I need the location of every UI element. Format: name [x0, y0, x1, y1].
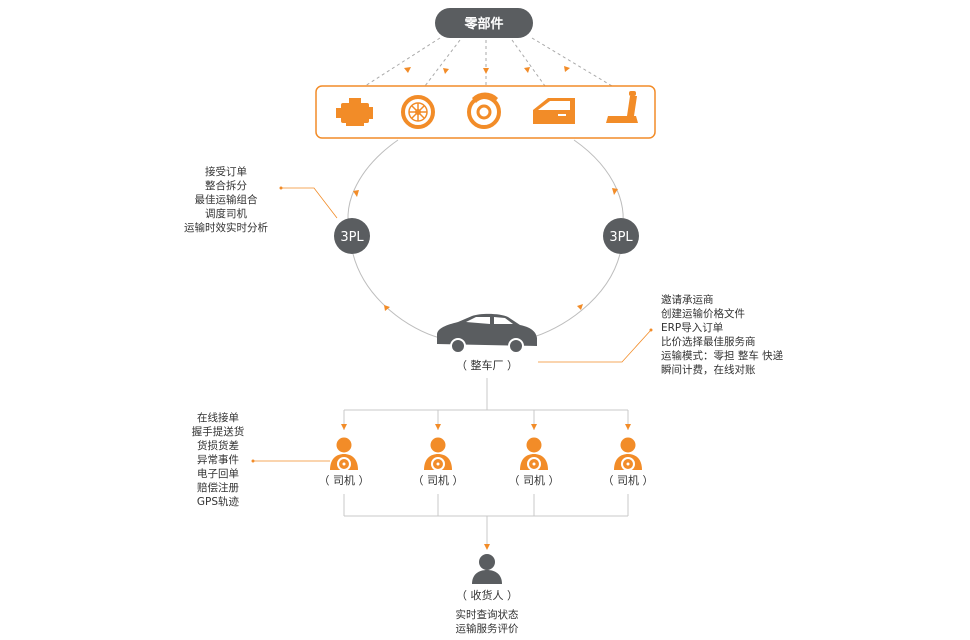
parts-node: 零部件 [435, 8, 533, 38]
driver-task-0: 在线接单 [197, 411, 239, 424]
driver-1: （ 司机 ） [413, 437, 464, 487]
tpl-node-right-label: 3PL [609, 230, 633, 245]
driver-task-5: 赔偿注册 [197, 481, 239, 494]
driver-icon [520, 437, 548, 471]
driver-3: （ 司机 ） [603, 437, 654, 487]
driver-task-6: GPS轨迹 [197, 495, 240, 508]
tpl-task-list: 接受订单 整合拆分 最佳运输组合 调度司机 运输时效实时分析 [184, 165, 268, 234]
driver-task-4: 电子回单 [197, 467, 239, 480]
oem-label: （ 整车厂 ） [456, 358, 518, 372]
oem-task-1: 创建运输价格文件 [661, 307, 745, 320]
oem-task-4: 运输模式：零担 整车 快递 [661, 349, 784, 362]
receiver-arrowhead [484, 544, 490, 550]
tpl-task-2: 最佳运输组合 [195, 193, 258, 206]
wheel-icon [401, 95, 435, 129]
oem-task-0: 邀请承运商 [661, 293, 714, 306]
car-door-icon [533, 98, 575, 124]
engine-icon [336, 98, 373, 126]
tpl-task-3: 调度司机 [205, 207, 247, 220]
driver-task-1: 握手提送货 [192, 425, 245, 438]
tpl-node-left-label: 3PL [340, 230, 364, 245]
receiver-task-1: 运输服务评价 [456, 622, 519, 635]
car-seat-icon [606, 91, 638, 123]
tpl-connector [279, 186, 338, 219]
driver-0: （ 司机 ） [319, 437, 370, 487]
driver-connector [251, 459, 330, 463]
fan-lines [364, 37, 613, 87]
driver-icon [330, 437, 358, 471]
loop-arrowheads [353, 188, 618, 311]
person-icon [472, 554, 502, 584]
tpl-node-right: 3PL [603, 218, 639, 254]
driver-3-label: （ 司机 ） [603, 473, 654, 487]
driver-2: （ 司机 ） [509, 437, 560, 487]
driver-task-list: 在线接单 握手提送货 货损货差 异常事件 电子回单 赔偿注册 GPS轨迹 [192, 411, 245, 508]
driver-task-2: 货损货差 [197, 439, 239, 452]
loop-lines [347, 139, 624, 339]
oem-task-3: 比价选择最佳服务商 [661, 335, 756, 348]
oem-task-list: 邀请承运商 创建运输价格文件 ERP导入订单 比价选择最佳服务商 运输模式：零担… [661, 293, 784, 376]
brake-disc-icon [467, 92, 501, 129]
driver-arrowheads [341, 424, 631, 430]
tpl-node-left: 3PL [334, 218, 370, 254]
car-icon [437, 313, 537, 354]
tpl-task-1: 整合拆分 [205, 179, 247, 192]
driver-1-label: （ 司机 ） [413, 473, 464, 487]
driver-0-label: （ 司机 ） [319, 473, 370, 487]
driver-2-label: （ 司机 ） [509, 473, 560, 487]
driver-task-3: 异常事件 [197, 453, 239, 466]
parts-node-label: 零部件 [463, 16, 503, 32]
tpl-task-0: 接受订单 [205, 165, 247, 178]
oem-task-2: ERP导入订单 [661, 322, 723, 334]
driver-tree-lines [343, 378, 629, 430]
driver-icon [424, 437, 452, 471]
oem-task-5: 瞬间计费，在线对账 [661, 363, 756, 376]
receiver-tree-lines [343, 494, 629, 548]
fan-arrowheads [404, 66, 570, 74]
oem-connector [538, 328, 653, 363]
driver-icon [614, 437, 642, 471]
receiver-task-list: 实时查询状态 运输服务评价 [456, 608, 519, 635]
receiver-label: （ 收货人 ） [456, 588, 518, 602]
tpl-task-4: 运输时效实时分析 [184, 221, 268, 234]
receiver-task-0: 实时查询状态 [456, 608, 519, 621]
